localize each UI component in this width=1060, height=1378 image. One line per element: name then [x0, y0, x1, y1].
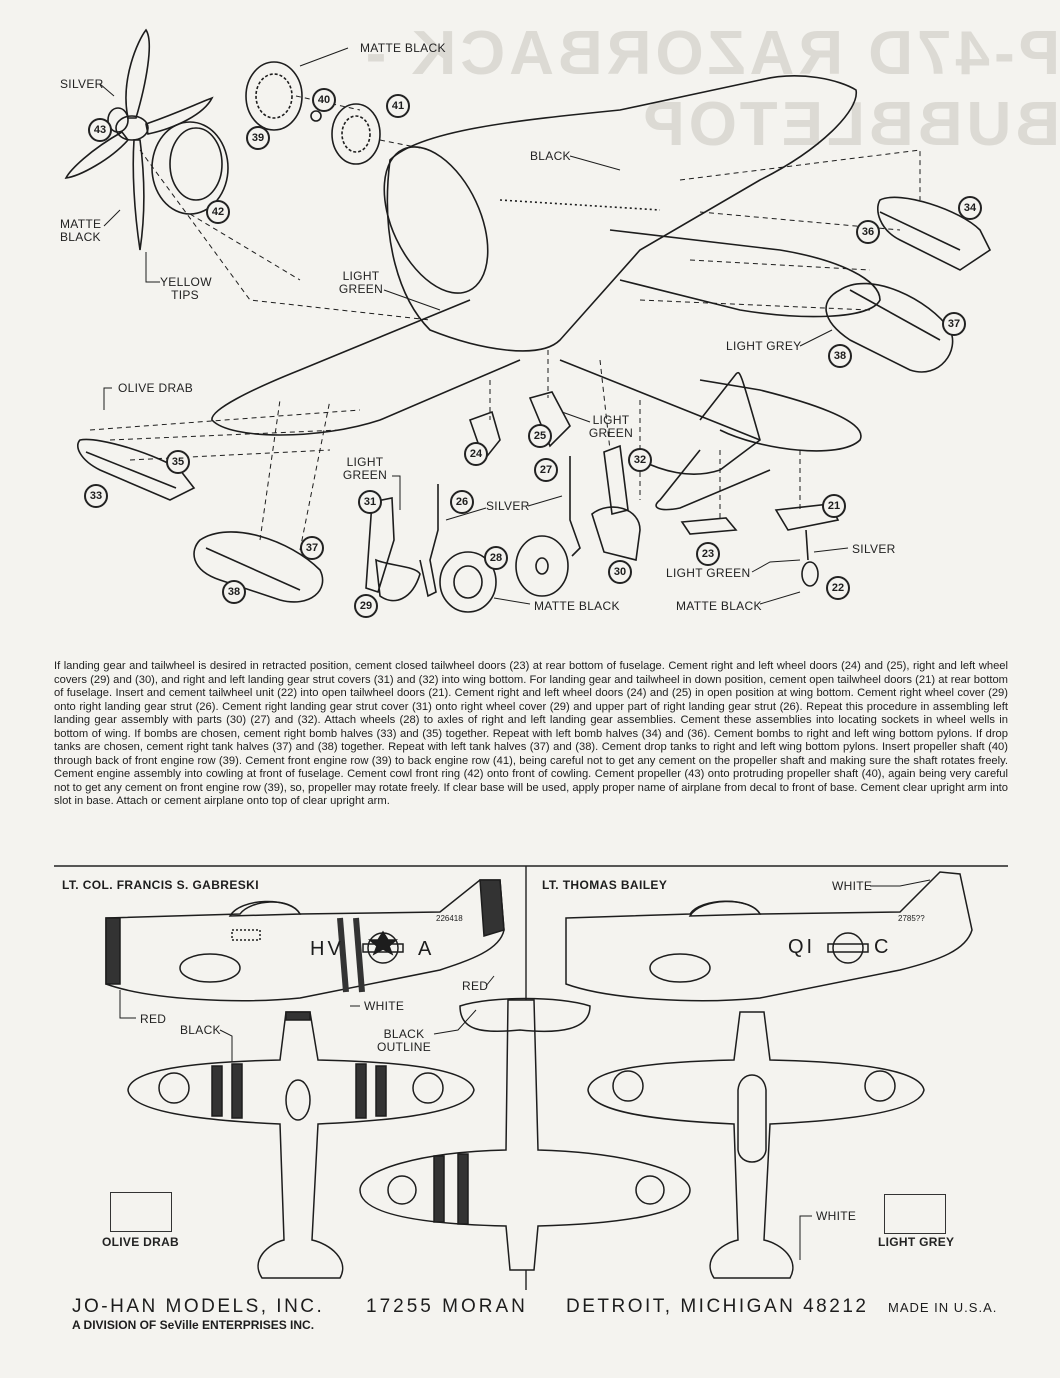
callout-black-outline: BLACK OUTLINE: [376, 1027, 432, 1054]
part-number: 39: [246, 126, 270, 150]
olive-drab-label: OLIVE DRAB: [102, 1235, 180, 1249]
part-number: 34: [958, 196, 982, 220]
light-grey-label: LIGHT GREY: [878, 1235, 955, 1249]
part-number: 28: [484, 546, 508, 570]
scheme-leaders: [119, 879, 931, 1260]
part-number: 35: [166, 450, 190, 474]
part-number: 29: [354, 594, 378, 618]
drop-tank-right: [825, 282, 954, 373]
callout-light-green-4: LIGHT GREEN: [666, 566, 751, 580]
part-number: 25: [528, 424, 552, 448]
gabreski-side-profile: [105, 879, 505, 1002]
callout-matte-black-top: MATTE BLACK: [360, 41, 446, 55]
drop-tank-left: [193, 531, 324, 603]
part-number: 32: [628, 448, 652, 472]
bailey-plan-view: [587, 1011, 925, 1279]
scheme-left-title: LT. COL. FRANCIS S. GABRESKI: [62, 878, 259, 892]
callout-matte-black-tail: MATTE BLACK: [676, 599, 762, 613]
callout-silver-prop: SILVER: [60, 77, 104, 91]
part-number: 37: [300, 536, 324, 560]
engine-rows: [245, 61, 381, 165]
bailey-side-profile: [565, 871, 973, 1002]
company-address: 17255 MORAN: [366, 1296, 528, 1317]
callout-matte-black-wheel: MATTE BLACK: [534, 599, 620, 613]
propeller: [64, 28, 214, 251]
company-city: DETROIT, MICHIGAN 48212: [566, 1296, 869, 1317]
bailey-code-left: QI: [788, 936, 816, 958]
gabreski-serial: 226418: [436, 914, 463, 923]
bailey-code-right: C: [874, 936, 889, 958]
bailey-serial: 2785??: [898, 914, 925, 923]
part-number: 38: [828, 344, 852, 368]
light-grey-swatch: [884, 1194, 946, 1234]
division-label: A DIVISION OF SeVille ENTERPRISES INC.: [72, 1318, 315, 1332]
callout-silver-tail: SILVER: [852, 542, 896, 556]
bombs-right: [876, 196, 992, 271]
part-number: 23: [696, 542, 720, 566]
part-number: 38: [222, 580, 246, 604]
part-number: 21: [822, 494, 846, 518]
part-number: 40: [312, 88, 336, 112]
callout-white-lower: WHITE: [816, 1209, 857, 1223]
part-number: 33: [84, 484, 108, 508]
part-number: 27: [534, 458, 558, 482]
callout-yellow-tips: YELLOW TIPS: [160, 275, 212, 302]
part-number: 26: [450, 490, 474, 514]
made-in-label: MADE IN U.S.A.: [888, 1300, 998, 1315]
part-number: 41: [386, 94, 410, 118]
scheme-right-title: LT. THOMAS BAILEY: [542, 878, 668, 892]
callout-light-grey: LIGHT GREY: [726, 339, 802, 353]
part-number: 31: [358, 490, 382, 514]
gabreski-code-left: HV: [310, 938, 344, 960]
callout-silver-gear: SILVER: [486, 499, 530, 513]
part-number: 37: [942, 312, 966, 336]
callout-light-green-1: LIGHT GREEN: [338, 269, 384, 296]
callout-light-green-3: LIGHT GREEN: [342, 455, 388, 482]
part-number: 43: [88, 118, 112, 142]
part-number: 42: [206, 200, 230, 224]
gabreski-code-right: A: [418, 938, 432, 960]
callout-red-nose: RED: [140, 1012, 167, 1026]
part-number: 36: [856, 220, 880, 244]
callout-olive-drab: OLIVE DRAB: [118, 381, 194, 395]
fuselage-and-wings: [211, 75, 881, 511]
callout-white-tail: WHITE: [832, 879, 873, 893]
callout-light-green-2: LIGHT GREEN: [588, 413, 634, 440]
assembly-instructions: If landing gear and tailwheel is desired…: [54, 660, 1008, 807]
part-number: 22: [826, 576, 850, 600]
part-number: 30: [608, 560, 632, 584]
part-number: 24: [464, 442, 488, 466]
olive-drab-swatch: [110, 1192, 172, 1232]
underside-view: [359, 997, 691, 1271]
callout-white: WHITE: [364, 999, 405, 1013]
company-name: JO-HAN MODELS, INC.: [72, 1296, 325, 1317]
callout-red-tail: RED: [462, 979, 489, 993]
callout-black: BLACK: [530, 149, 571, 163]
callout-black: BLACK: [180, 1023, 221, 1037]
callout-leaders: [99, 47, 849, 605]
callout-matte-black-prop: MATTE BLACK: [60, 217, 102, 244]
gabreski-plan-view: [127, 1011, 475, 1279]
